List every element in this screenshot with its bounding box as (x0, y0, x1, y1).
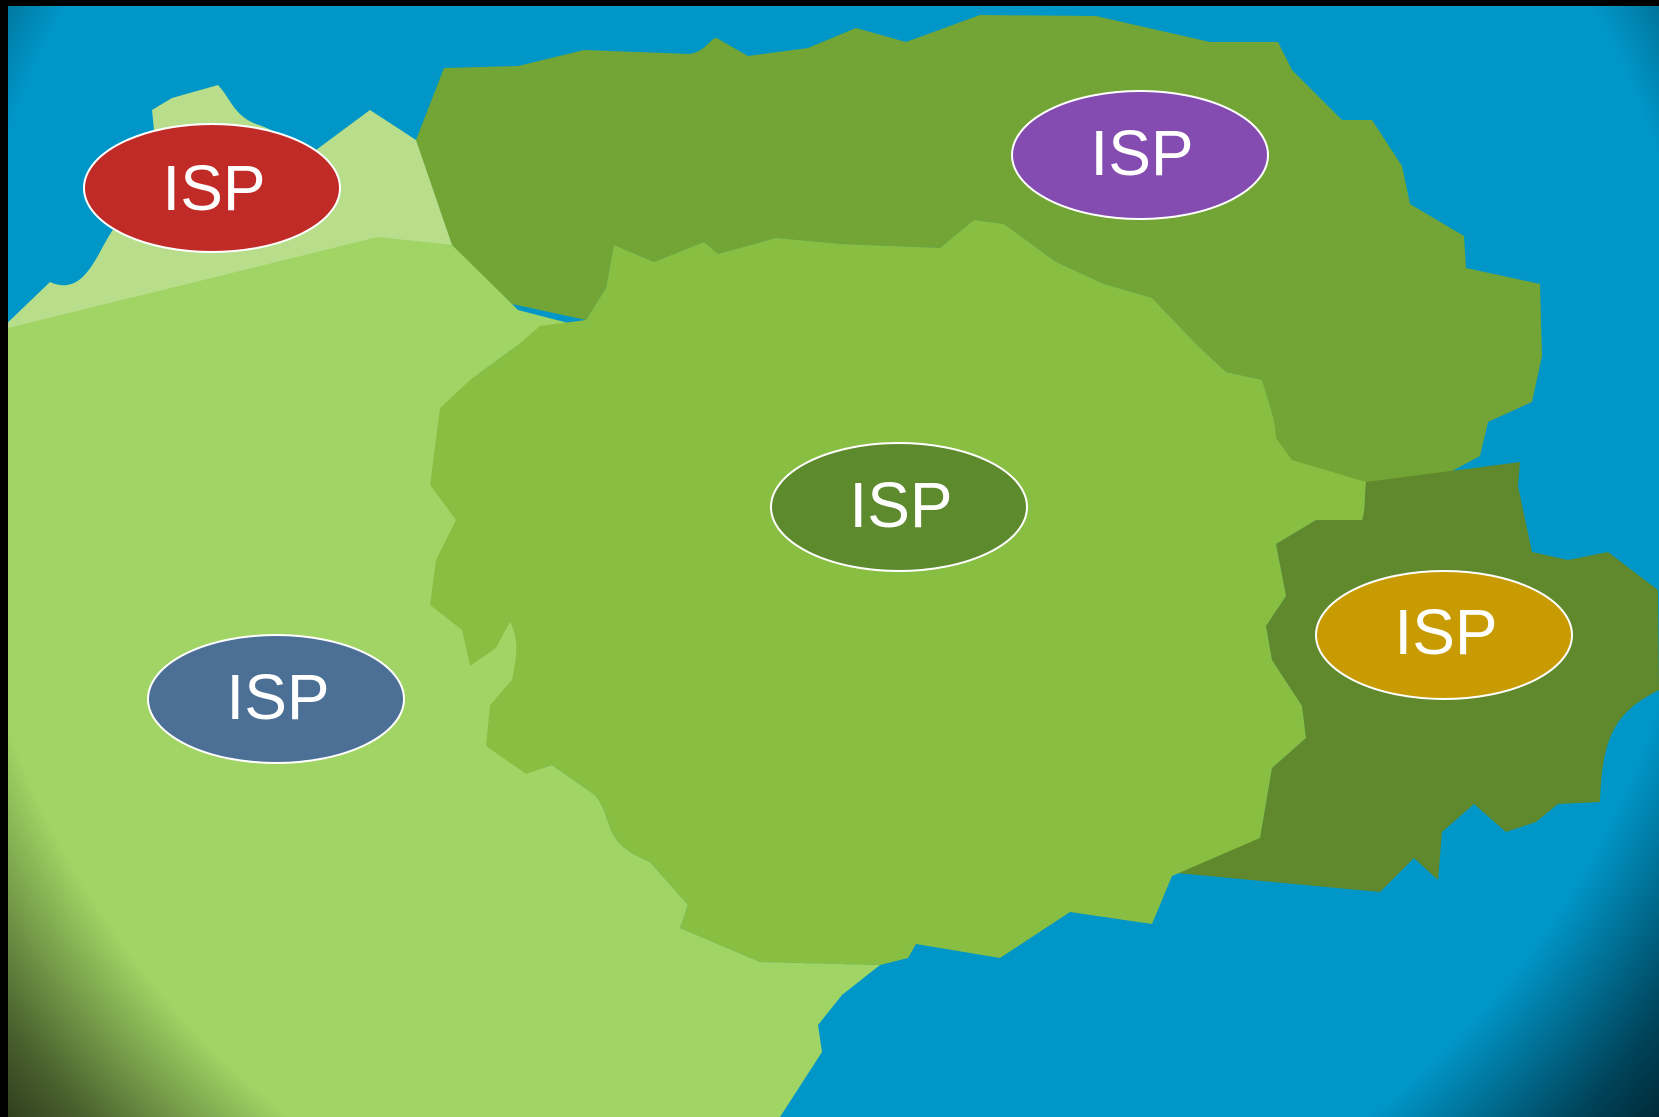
isp-label: ISP (1090, 117, 1193, 189)
isp-label: ISP (226, 661, 329, 733)
isp-label: ISP (849, 469, 952, 541)
frame-top-edge (0, 0, 1659, 6)
isp-node-north: ISP (1011, 90, 1269, 220)
isp-ellipse (1315, 570, 1573, 700)
isp-ellipse (1011, 90, 1269, 220)
isp-node-central: ISP (770, 442, 1028, 572)
isp-node-west: ISP (147, 634, 405, 764)
isp-ellipse (770, 442, 1028, 572)
isp-label: ISP (1394, 596, 1497, 668)
isp-node-northwest: ISP (83, 123, 341, 253)
isp-node-east: ISP (1315, 570, 1573, 700)
isp-label: ISP (162, 152, 265, 224)
isp-ellipse (83, 123, 341, 253)
frame-left-edge (0, 0, 8, 1117)
isp-ellipse (147, 634, 405, 764)
